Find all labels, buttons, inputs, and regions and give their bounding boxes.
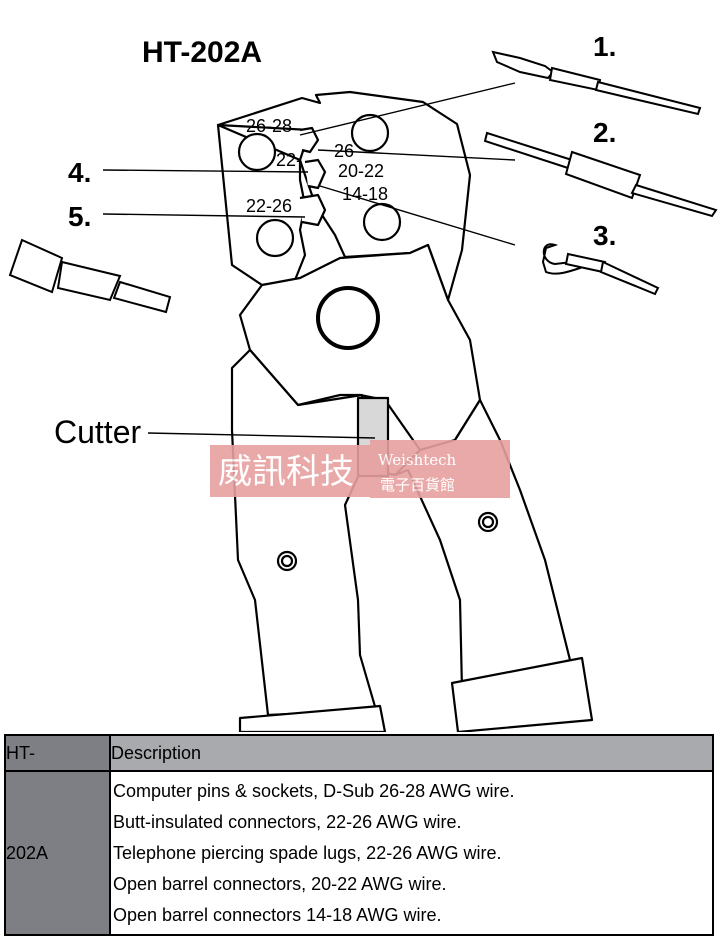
left-handle <box>230 348 378 717</box>
header-desc-col: Description <box>109 734 714 772</box>
butt-splice-icon <box>483 131 718 218</box>
jaw-label-26: 26 <box>334 141 354 161</box>
jaw-label-26-28: 26-28 <box>246 116 292 136</box>
pivot-bolt <box>316 286 380 350</box>
connector-pin-icon <box>491 50 702 116</box>
jaw-label-22: 22- <box>276 150 302 170</box>
callout-1: 1. <box>593 31 616 62</box>
right-grip <box>450 656 594 732</box>
open-barrel-connector-icon <box>8 238 172 314</box>
desc-line-5: Open barrel connectors 14-18 AWG wire. <box>113 904 442 925</box>
header-model-col: HT- <box>4 734 111 772</box>
hole-3 <box>362 202 402 242</box>
left-grip <box>238 704 387 732</box>
spade-lug-icon <box>541 243 660 296</box>
jaw-label-22-26: 22-26 <box>246 196 292 216</box>
description-cell: Computer pins & sockets, D-Sub 26-28 AWG… <box>109 770 714 936</box>
hole-2 <box>350 113 390 153</box>
table-row: 202A Computer pins & sockets, D-Sub 26-2… <box>4 770 714 936</box>
desc-line-3: Telephone piercing spade lugs, 22-26 AWG… <box>113 842 502 863</box>
watermark-sub: 電子百貨館 <box>380 476 455 494</box>
model-title: HT-202A <box>142 36 262 69</box>
hole-1 <box>237 132 277 172</box>
watermark: 威訊科技 Weishtech 電子百貨館 <box>210 440 510 498</box>
watermark-chinese: 威訊科技 <box>218 452 354 492</box>
jaw-label-20-22: 20-22 <box>338 161 384 181</box>
callout-2: 2. <box>593 117 616 148</box>
desc-line-4: Open barrel connectors, 20-22 AWG wire. <box>113 873 447 894</box>
desc-line-2: Butt-insulated connectors, 22-26 AWG wir… <box>113 811 462 832</box>
table-header-row: HT- Description <box>4 734 714 772</box>
spec-table: HT- Description 202A Computer pins & soc… <box>4 734 714 936</box>
crimp-tool-diagram: HT-202A <box>8 31 718 732</box>
desc-line-1: Computer pins & sockets, D-Sub 26-28 AWG… <box>113 780 515 801</box>
cutter-label: Cutter <box>54 414 141 450</box>
callout-3: 3. <box>593 220 616 251</box>
jaw-label-14-18: 14-18 <box>342 184 388 204</box>
model-cell: 202A <box>4 770 111 936</box>
jaw-notch-2 <box>304 158 327 190</box>
hole-4 <box>255 218 295 258</box>
watermark-latin: Weishtech <box>378 451 457 469</box>
callout-5: 5. <box>68 201 91 232</box>
jaw-notch-3 <box>299 193 327 227</box>
callout-4: 4. <box>68 157 91 188</box>
